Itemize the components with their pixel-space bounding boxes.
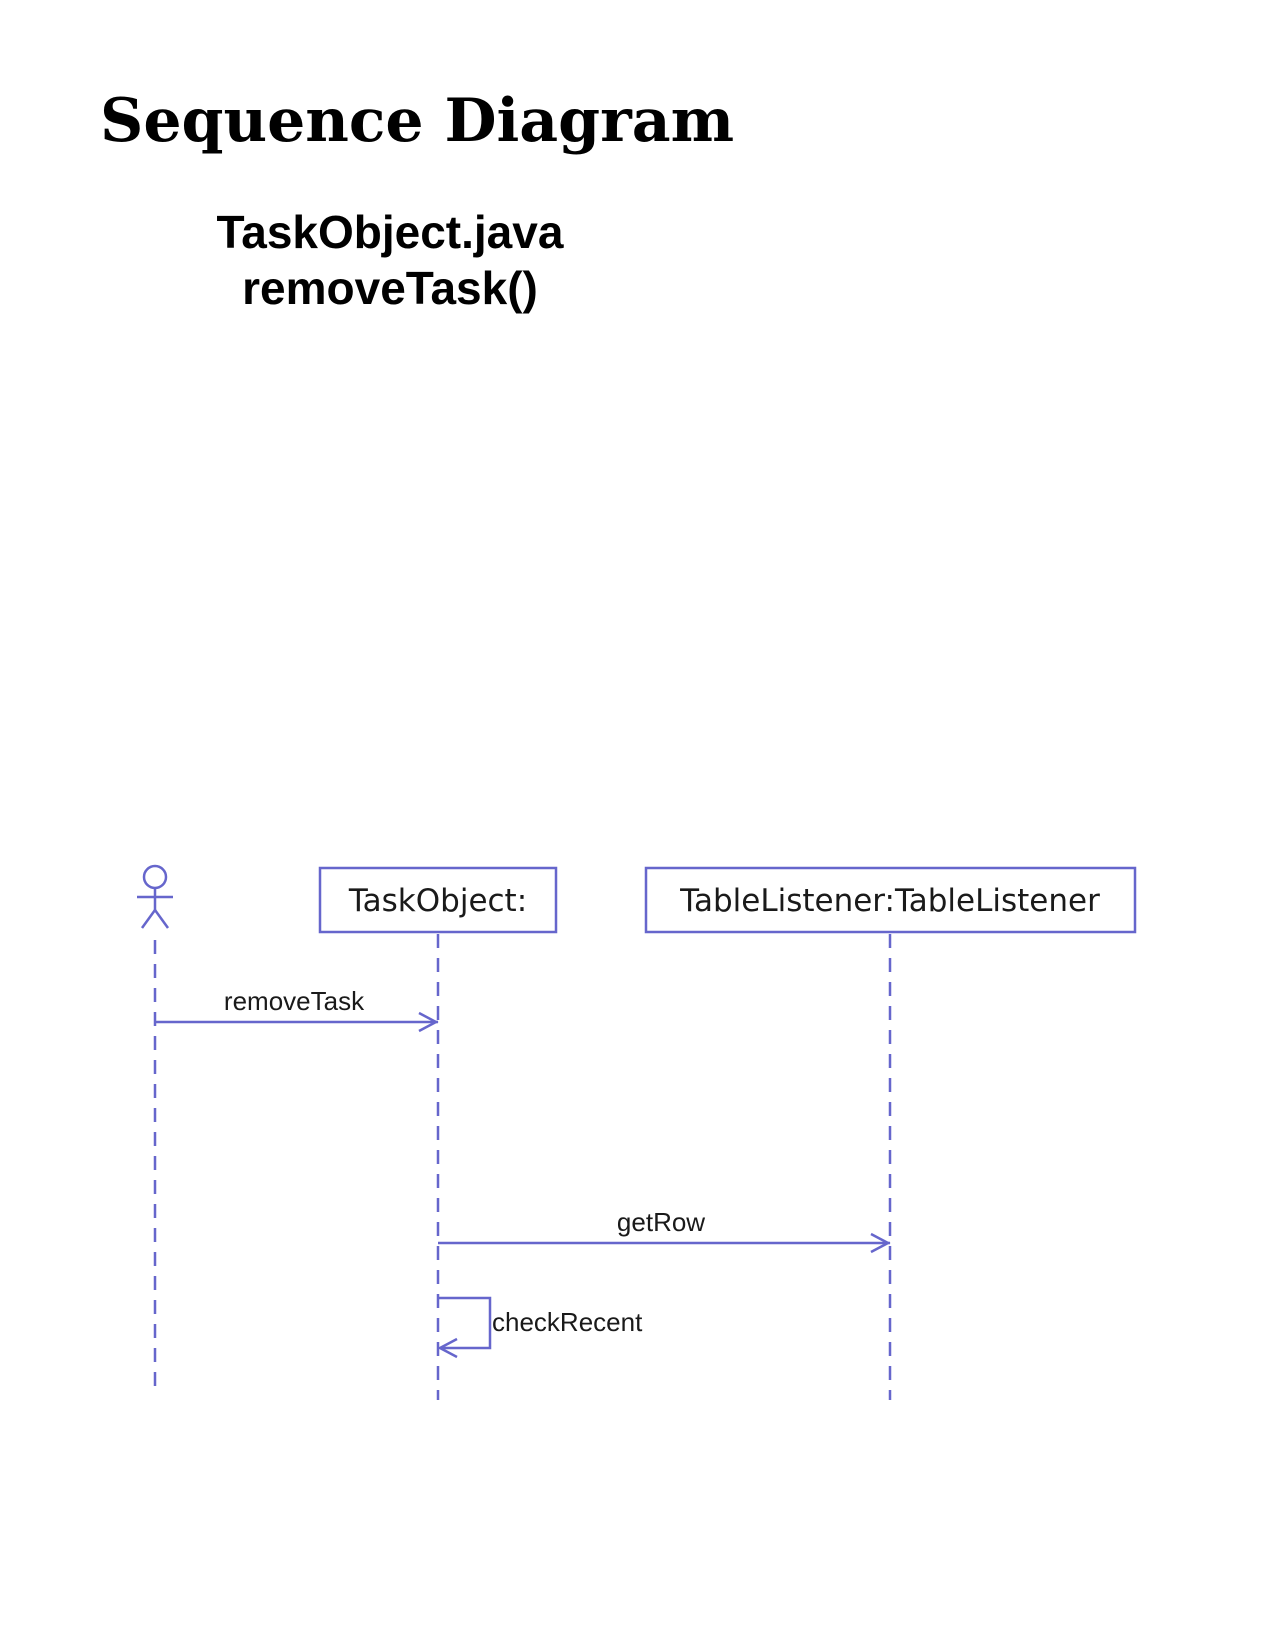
- page-title: Sequence Diagram: [100, 86, 735, 156]
- participant-box-taskobject: [318, 866, 558, 934]
- diagram-subtitle: TaskObject.java removeTask(): [190, 204, 590, 316]
- file-name: TaskObject.java: [216, 206, 564, 258]
- message-arrow-removetask: [155, 1011, 439, 1033]
- message-label-getrow: getRow: [617, 1207, 705, 1237]
- method-name: removeTask(): [242, 262, 538, 314]
- actor-stick-figure-icon: [137, 864, 173, 929]
- participant-box-tablelistener: [644, 866, 1137, 934]
- message-arrow-getrow: [438, 1232, 891, 1254]
- message-label-checkrecent: checkRecent: [492, 1307, 643, 1337]
- participant-label-taskobject: TaskObject:: [348, 883, 527, 919]
- participant-label-tablelistener: TableListener:TableListener: [679, 883, 1100, 919]
- message-arrow-checkrecent: [437, 1296, 492, 1359]
- message-label-removetask: removeTask: [224, 986, 365, 1016]
